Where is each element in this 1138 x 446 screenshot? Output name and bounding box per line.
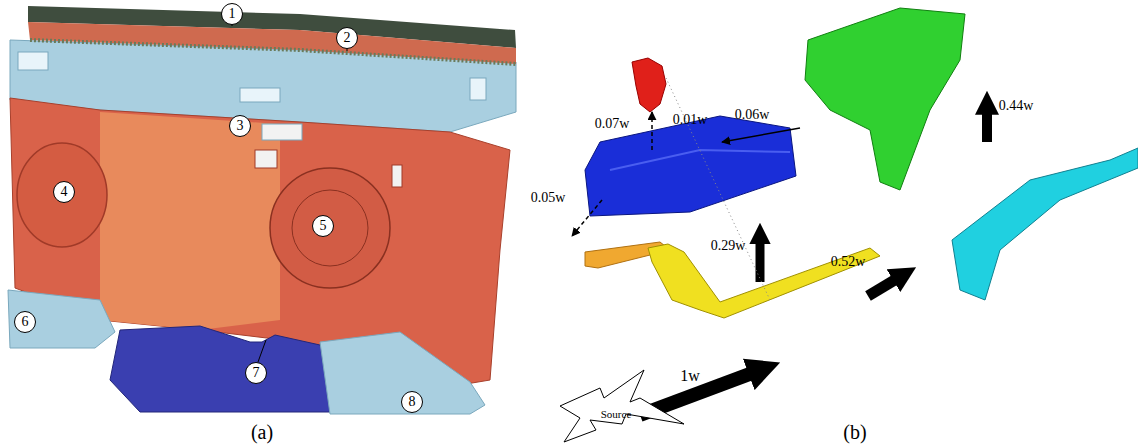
- panel-opening: [240, 88, 280, 102]
- part-rib: [610, 150, 790, 170]
- flow-arrow: [982, 110, 992, 142]
- panel-opening: [470, 78, 486, 100]
- part-green: [805, 8, 965, 190]
- cowl-strip: [28, 22, 516, 64]
- flow-value: 0.06w: [735, 108, 770, 122]
- flow-value: 0.05w: [531, 191, 566, 205]
- dash-panel-center: [100, 112, 280, 330]
- flow-value: 0.29w: [711, 239, 746, 253]
- panel-opening: [18, 52, 48, 70]
- flow-value: 0.01w: [673, 113, 708, 127]
- flow-value: 1w: [680, 368, 700, 384]
- panel-boss: [270, 168, 390, 288]
- part-blue: [585, 116, 796, 216]
- callout-circle: 8: [401, 391, 423, 413]
- flow-arrow: [756, 240, 765, 282]
- callout-number: 8: [409, 395, 416, 409]
- callout-circle: 5: [312, 215, 334, 237]
- callout-number: 4: [61, 185, 68, 199]
- flow-value: 0.07w: [595, 117, 630, 131]
- panel-opening: [262, 124, 302, 140]
- callout-circle: 6: [14, 311, 36, 333]
- part-cyan: [952, 148, 1138, 300]
- flow-arrow-dashed: [651, 112, 653, 150]
- callout-number: 2: [344, 31, 351, 45]
- callout-circle: 1: [221, 3, 243, 25]
- panel-opening: [255, 150, 277, 168]
- flow-value: 0.52w: [831, 255, 866, 269]
- part-red: [632, 58, 666, 112]
- callout-circle: 7: [245, 362, 267, 384]
- flow-arrow-dashed: [572, 200, 602, 236]
- panel-boss: [17, 143, 107, 247]
- leader-line: [258, 340, 266, 362]
- flow-line-dotted: [666, 78, 770, 300]
- side-member: [320, 332, 485, 414]
- callout-number: 7: [253, 366, 260, 380]
- bolt-outline: [560, 368, 685, 443]
- callout-number: 5: [320, 219, 327, 233]
- source-label: Source: [601, 408, 632, 420]
- side-member: [8, 290, 115, 348]
- callout-number: 1: [229, 7, 236, 21]
- bolt-shape: [560, 370, 684, 442]
- panel-boss-ring: [292, 190, 368, 266]
- callout-circle: 3: [229, 115, 251, 137]
- flow-arrow: [868, 278, 898, 296]
- callout-circle: 4: [53, 181, 75, 203]
- flow-arrow-thin: [722, 128, 800, 142]
- spot-welds: [30, 40, 516, 64]
- callout-number: 6: [22, 315, 29, 329]
- panel-caption: (b): [843, 422, 866, 442]
- panel-caption: (a): [251, 422, 273, 442]
- flow-value: 0.44w: [999, 99, 1034, 113]
- panel-opening: [392, 165, 402, 187]
- callout-number: 3: [237, 119, 244, 133]
- source-bolt: Source: [560, 368, 685, 443]
- callout-circle: 2: [336, 27, 358, 49]
